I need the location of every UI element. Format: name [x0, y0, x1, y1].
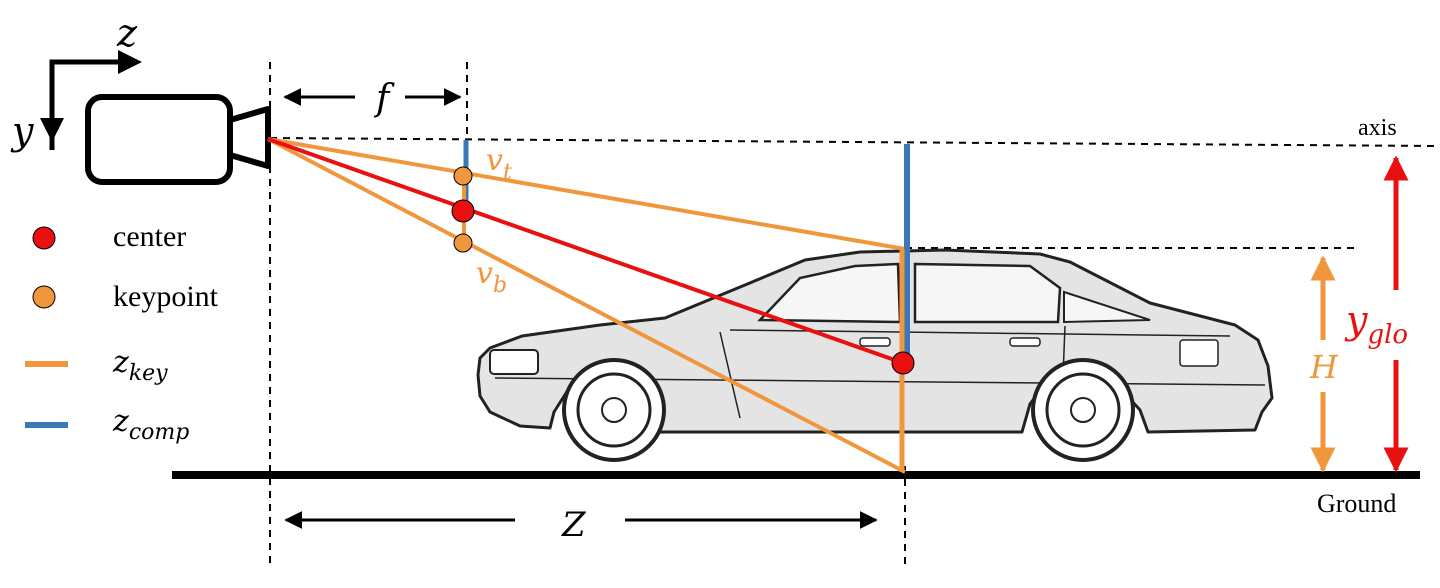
car-image [476, 248, 1274, 462]
axis-label: axis [1358, 115, 1397, 141]
coordinate-axes-icon [40, 50, 142, 150]
legend-z-key-label: zkey [112, 345, 168, 386]
center-ray [267, 137, 904, 365]
height-label: H [1309, 348, 1339, 386]
optical-axis-line [269, 137, 1437, 147]
v-top-label: vt [486, 143, 512, 185]
y-glo-label: yglo [1344, 298, 1408, 350]
z-axis-label: z [116, 11, 138, 55]
legend-center-label: center [113, 220, 186, 253]
legend-keypoint-marker [32, 285, 56, 309]
center-image-marker [451, 199, 475, 223]
y-axis-label: y [10, 109, 34, 153]
keypoint-top-marker [453, 166, 473, 186]
legend-center-marker [32, 226, 56, 250]
keypoint-ray-top [267, 137, 906, 251]
legend: center keypoint zkey zcomp [25, 220, 219, 445]
distance-label: Z [561, 505, 587, 545]
keypoint-ray-bottom [267, 137, 906, 474]
camera-icon [85, 94, 271, 185]
v-bottom-label: vb [476, 256, 507, 298]
focal-length-label: f [373, 78, 395, 119]
ground-label: Ground [1317, 489, 1396, 518]
projection-rays [267, 137, 906, 474]
legend-z-comp-label: zcomp [112, 404, 189, 445]
center-object-marker [891, 351, 915, 375]
legend-keypoint-label: keypoint [113, 280, 219, 313]
keypoint-bottom-marker [453, 233, 473, 253]
